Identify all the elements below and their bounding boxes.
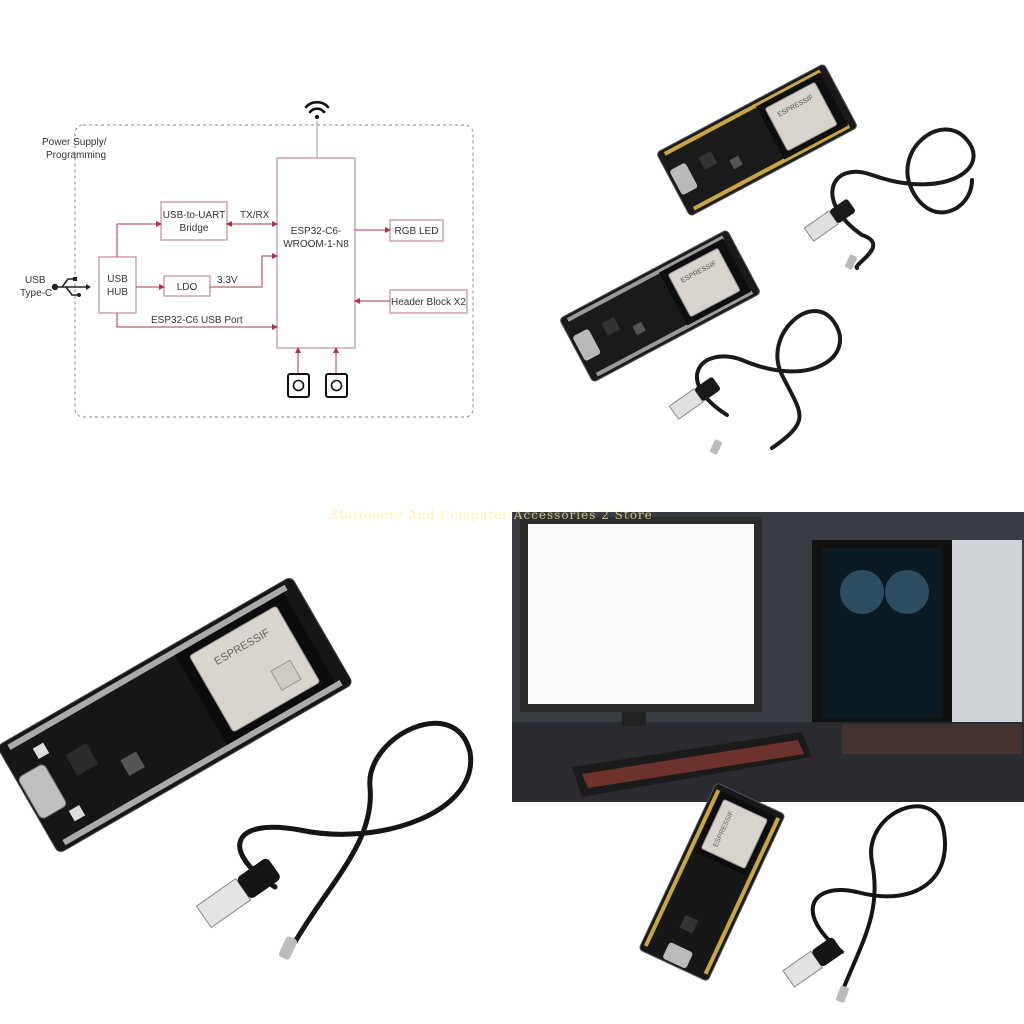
usb-cable-large xyxy=(237,720,474,945)
dev-board-large: ESPRESSIF xyxy=(0,578,352,852)
ldo-label: LDO xyxy=(177,282,198,293)
wifi-icon xyxy=(304,100,330,119)
product-photo-large-board: ESPRESSIF xyxy=(0,512,512,1024)
usb-a-plug-scene xyxy=(782,937,843,988)
uart-bridge-block xyxy=(160,201,228,241)
chip-label-1: ESP32-C6- xyxy=(291,226,342,237)
v33-label: 3.3V xyxy=(217,275,238,286)
usb-typec-label-1: USB xyxy=(25,275,46,286)
usb-typec-label-2: Type-C xyxy=(20,288,52,299)
usb-cable-lower xyxy=(695,309,842,450)
dev-board-lower: ESPRESSIF xyxy=(560,230,760,382)
dev-board-scene: ESPRESSIF xyxy=(639,783,785,981)
dev-board-upper: ESPRESSIF xyxy=(657,64,857,216)
header-label: Header Block X2 xyxy=(391,297,466,308)
block-diagram-panel: Power Supply/ Programming USB Type-C USB… xyxy=(0,0,512,512)
usb-c-plug-scene xyxy=(836,985,849,1003)
store-watermark: Stationery And Computer Accessories 2 St… xyxy=(330,508,653,522)
usb-hub-label-2: HUB xyxy=(107,287,128,298)
esp32-module-block xyxy=(276,157,356,349)
usb-a-plug-upper xyxy=(803,199,855,242)
boot-button-icon xyxy=(287,373,310,398)
two-boards-illustration: ESPRESSIF ESPRESSIF xyxy=(560,64,976,455)
usb-hub-label-1: USB xyxy=(107,274,128,285)
usb-hub-block xyxy=(98,256,137,314)
chip-label-2: WROOM-1-N8 xyxy=(283,239,349,250)
usb-icon xyxy=(51,277,91,297)
usb-cable-scene xyxy=(810,804,948,994)
usb-a-plug-lower xyxy=(668,377,720,420)
power-label-2: Programming xyxy=(46,150,106,161)
usb-c-plug-lower xyxy=(710,439,722,455)
reset-button-icon xyxy=(325,373,348,398)
large-board-illustration: ESPRESSIF xyxy=(0,578,474,960)
uart-label-1: USB-to-UART xyxy=(163,210,226,221)
uart-label-2: Bridge xyxy=(180,223,209,234)
usb-cable-upper xyxy=(830,127,976,270)
usb-a-plug-large xyxy=(195,858,280,929)
rgb-led-label: RGB LED xyxy=(395,226,439,237)
product-photo-two-boards: ESPRESSIF ESPRESSIF xyxy=(512,0,1024,512)
block-diagram: Power Supply/ Programming USB Type-C USB… xyxy=(20,100,474,418)
power-label-1: Power Supply/ xyxy=(42,137,107,148)
txrx-label: TX/RX xyxy=(240,210,270,221)
usb-port-label: ESP32-C6 USB Port xyxy=(151,315,243,326)
product-scene-photo: ESPRESSIF xyxy=(512,512,1024,1024)
usb-c-plug-upper xyxy=(845,254,857,270)
usb-c-plug-large xyxy=(278,936,298,960)
desk-scene-illustration: ESPRESSIF xyxy=(512,512,1024,1024)
